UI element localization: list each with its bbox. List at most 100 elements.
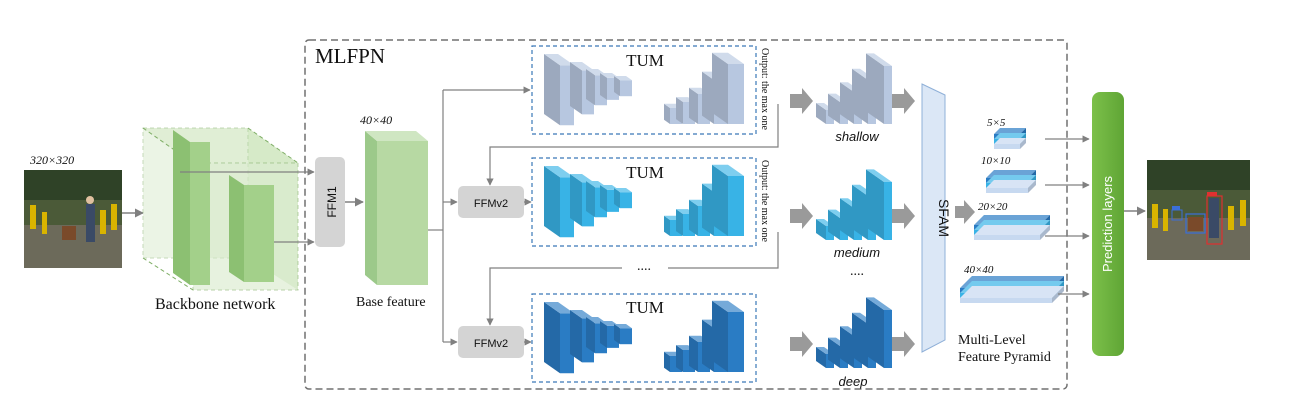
level-deep-slab-5-top: [866, 297, 892, 310]
tum1-encoder-2-top: [570, 62, 594, 71]
tum2-encoder-3-side: [586, 181, 595, 218]
tum-output-note-1: Output: the max one: [759, 48, 770, 130]
tum2-decoder-5-top: [712, 164, 744, 176]
pyramid-label-line1: Multi-Level: [958, 333, 1026, 348]
tum1-decoder-5-side: [712, 52, 728, 124]
level-deep-label: deep: [839, 374, 868, 389]
tum-frame-3: [531, 293, 757, 383]
ffmv2-block-1: [458, 186, 524, 218]
tum-label-1: TUM: [626, 51, 664, 70]
base-feature-size: 40×40: [360, 113, 392, 127]
tum3-encoder-2-side: [570, 310, 582, 363]
tum1-decoder-4-side: [702, 71, 714, 124]
pyramid-3-layer-3-side: [1040, 225, 1050, 240]
tum3-encoder-5-side: [614, 324, 620, 345]
tum2-encoder-5-front: [620, 192, 632, 209]
tum2-decoder-5-front: [728, 176, 744, 236]
sfam-label: SFAM: [936, 199, 952, 237]
tum2-encoder-5-side: [614, 188, 620, 209]
pyramid-1-layer-3-front: [994, 144, 1020, 149]
pyramid-1-layer-2-top: [994, 133, 1026, 139]
level-shallow-slab-3-side: [840, 82, 854, 124]
grey-arrows: [790, 88, 975, 357]
tum1-encoder-3-side: [586, 69, 595, 106]
input-size: 320×320: [29, 153, 74, 167]
level-shallow-slab-5-side: [866, 53, 884, 124]
ffmv2-label-1: FFMv2: [474, 198, 508, 210]
tum-output-note-2: Output: the max one: [759, 160, 770, 242]
pyramid-2-layer-3-front: [986, 188, 1028, 193]
pyramid-2-layer-3-top: [986, 180, 1036, 188]
pyramid-size-5: 5×5: [987, 117, 1006, 129]
tum3-encoder-2-top: [570, 310, 594, 319]
tum-frame-2: [531, 157, 757, 247]
tum2-encoder-5-top: [614, 188, 632, 193]
tum1-decoder-1-side: [664, 103, 670, 124]
level-deep-slab-3-side: [840, 326, 854, 368]
tum1-encoder-5-top: [614, 76, 632, 81]
pyramid-label-line2: Feature Pyramid: [958, 350, 1051, 365]
pyramid-size-10: 10×10: [981, 155, 1011, 167]
level-shallow-label: shallow: [835, 129, 880, 144]
level-shallow-slab-4-side: [852, 68, 868, 124]
input-image: [24, 170, 122, 268]
level-feature-groups: [816, 53, 892, 368]
pyramid-1-layer-1-top: [994, 128, 1026, 134]
tum2-encoder-4-side: [600, 185, 607, 212]
tum3-decoder-5-front: [728, 312, 744, 372]
tum1-decoder-5-front: [728, 64, 744, 124]
level-ellipsis: ....: [850, 264, 864, 279]
tum3-encoder-4-side: [600, 321, 607, 348]
ffm1-label: FFM1: [325, 186, 339, 218]
tum1-decoder-3-side: [689, 87, 698, 124]
level-medium-slab-5-side: [866, 169, 884, 240]
mlfpn-container: [304, 39, 1068, 390]
level-medium-slab-4-side: [852, 184, 868, 240]
ffmv2-block-2: [458, 326, 524, 358]
tum1-encoder-1-top: [544, 54, 574, 66]
tum1-encoder-4-side: [600, 73, 607, 100]
tum1-encoder-1-side: [544, 54, 560, 126]
output-image: [1147, 160, 1250, 260]
tum2-encoder-1-side: [544, 166, 560, 238]
tum2-encoder-2-top: [570, 174, 594, 183]
base-feature-label: Base feature: [356, 295, 426, 310]
tum2-decoder-4-side: [702, 183, 714, 236]
tum2-encoder-2-side: [570, 174, 582, 227]
tum2-decoder-5-side: [712, 164, 728, 236]
level-deep-slab-4-side: [852, 312, 868, 368]
tum2-encoder-1-top: [544, 166, 574, 178]
tum1-decoder-2-side: [676, 97, 683, 124]
backbone-network: [142, 127, 299, 291]
level-deep-slab-2-side: [828, 337, 840, 368]
tum-frame-1: [531, 45, 757, 135]
pyramid-4-layer-3-front: [960, 298, 1052, 303]
pyramid-1-layer-3-side: [1020, 138, 1026, 149]
feedback-tum1-ffmv2a: [486, 104, 779, 186]
pyramid-1-layer-3-top: [994, 138, 1026, 144]
mlfpn-title: MLFPN: [315, 44, 385, 68]
level-medium-slab-5-top: [866, 169, 892, 182]
pyramid-3-layer-3-top: [974, 225, 1050, 235]
prediction-layers-block: [1092, 92, 1124, 356]
pyramid-size-40: 40×40: [964, 264, 994, 276]
ellipsis-middle: ....: [637, 259, 651, 274]
tum3-decoder-1-side: [664, 351, 670, 372]
tum3-encoder-5-front: [620, 328, 632, 345]
level-shallow-slab-5-front: [884, 66, 892, 124]
backbone-label: Backbone network: [155, 296, 275, 313]
tum3-decoder-4-side: [702, 319, 714, 372]
pyramid-3-layer-3-front: [974, 235, 1040, 240]
tum3-encoder-1-side: [544, 302, 560, 374]
feature-pyramid: [960, 128, 1064, 303]
tum1-encoder-5-front: [620, 80, 632, 97]
tum3-encoder-5-top: [614, 324, 632, 329]
tum3-decoder-2-side: [676, 345, 683, 372]
base-feature-block: [365, 131, 428, 285]
ffm1-block: [315, 157, 345, 247]
sfam-block: [921, 83, 946, 353]
pyramid-2-layer-3-side: [1028, 180, 1036, 193]
tum3-encoder-3-side: [586, 317, 595, 354]
tum3-decoder-5-side: [712, 300, 728, 372]
